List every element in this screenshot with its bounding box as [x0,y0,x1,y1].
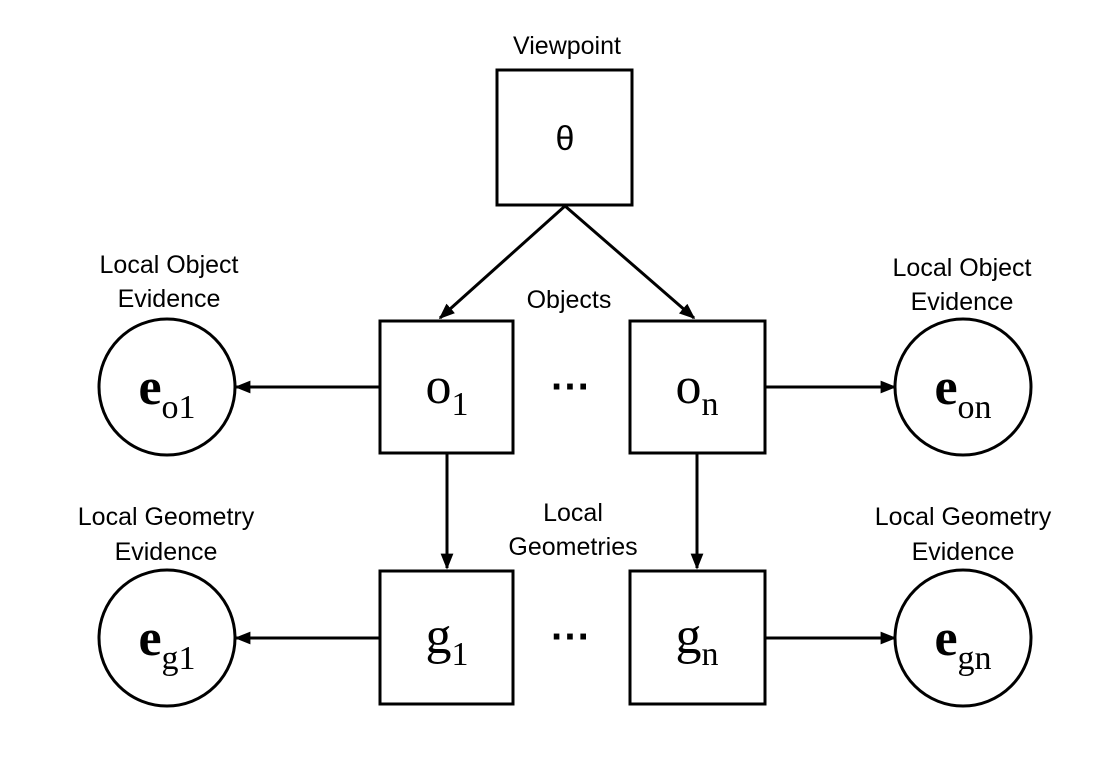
edge-theta-to-o1 [438,204,567,320]
object-evidence-right-label-1: Local Object [893,254,1032,282]
object-evidence-right-label-2: Evidence [911,288,1014,316]
egn-node-circle [893,568,1033,708]
gn-node-label: gn [676,608,719,673]
geometry-evidence-right-label-2: Evidence [912,538,1015,566]
eon-node-circle [893,317,1033,457]
objects-ellipsis: ··· [551,365,591,409]
theta-node-box [495,68,634,207]
object-evidence-left-label-1: Local Object [100,251,239,279]
g1-node-label: g1 [426,608,469,673]
geometry-evidence-left-label-1: Local Geometry [78,503,255,531]
o1-node-box [378,319,515,455]
egn-node-label: egn [934,610,991,677]
geometry-evidence-left-label-2: Evidence [115,538,218,566]
eon-node-label: eon [934,359,991,426]
gn-node-box [628,569,767,706]
on-node-label: on [676,358,719,423]
eg1-node-circle [97,568,237,708]
local-geometries-label-1: Local [543,499,603,527]
edge-theta-to-on [564,204,696,320]
on-node-box [628,319,767,455]
object-evidence-left-label-2: Evidence [118,285,221,313]
eo1-node-circle [97,317,237,457]
viewpoint-label: Viewpoint [513,32,621,60]
eo1-node-label: eo1 [138,359,195,426]
theta-node-label: θ [556,120,575,158]
o1-node-label: o1 [426,358,469,423]
geometries-ellipsis: ··· [551,615,591,659]
objects-label: Objects [527,286,612,314]
geometry-evidence-right-label-1: Local Geometry [875,503,1052,531]
local-geometries-label-2: Geometries [508,533,637,561]
eg1-node-label: eg1 [138,610,195,677]
g1-node-box [378,569,515,706]
